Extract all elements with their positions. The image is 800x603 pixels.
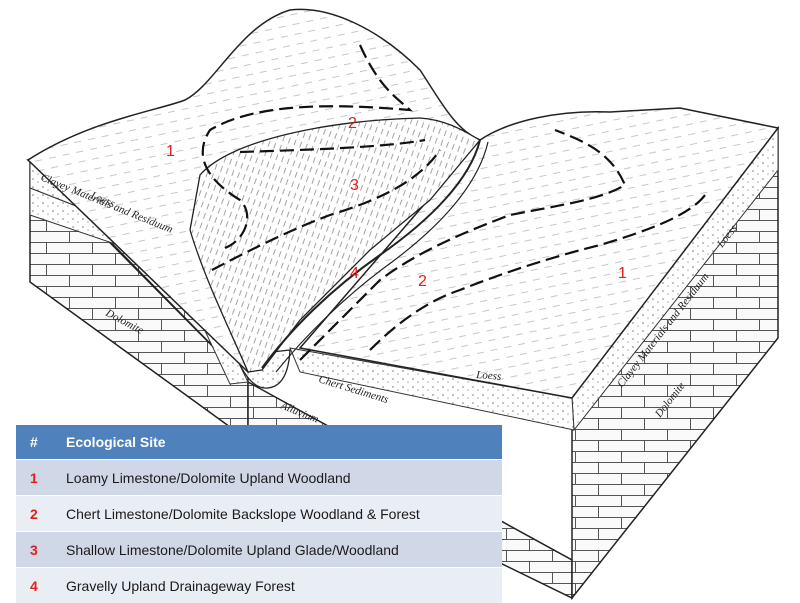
site-label-2-upper: 2 — [348, 115, 357, 132]
legend-row: 3 Shallow Limestone/Dolomite Upland Glad… — [16, 532, 502, 568]
legend-row: 4 Gravelly Upland Drainageway Forest — [16, 568, 502, 603]
legend-header-num: # — [16, 425, 56, 460]
legend-row-num: 3 — [16, 532, 56, 568]
site-label-1-left: 1 — [166, 143, 175, 160]
legend-row: 2 Chert Limestone/Dolomite Backslope Woo… — [16, 496, 502, 532]
legend-row-num: 2 — [16, 496, 56, 532]
legend-header-site: Ecological Site — [56, 425, 502, 460]
legend-row-num: 1 — [16, 460, 56, 496]
site-label-4: 4 — [350, 265, 359, 282]
strata-label-loess-front: Loess — [475, 369, 502, 383]
legend-row: 1 Loamy Limestone/Dolomite Upland Woodla… — [16, 460, 502, 496]
legend-row-name: Chert Limestone/Dolomite Backslope Woodl… — [56, 496, 502, 532]
legend-row-name: Shallow Limestone/Dolomite Upland Glade/… — [56, 532, 502, 568]
site-label-3: 3 — [350, 177, 359, 194]
ecological-site-legend: # Ecological Site 1 Loamy Limestone/Dolo… — [16, 425, 502, 603]
site-label-2-lower: 2 — [418, 273, 427, 290]
legend-row-name: Loamy Limestone/Dolomite Upland Woodland — [56, 460, 502, 496]
legend-header-row: # Ecological Site — [16, 425, 502, 460]
legend-row-name: Gravelly Upland Drainageway Forest — [56, 568, 502, 603]
legend-row-num: 4 — [16, 568, 56, 603]
site-label-1-right: 1 — [618, 265, 627, 282]
